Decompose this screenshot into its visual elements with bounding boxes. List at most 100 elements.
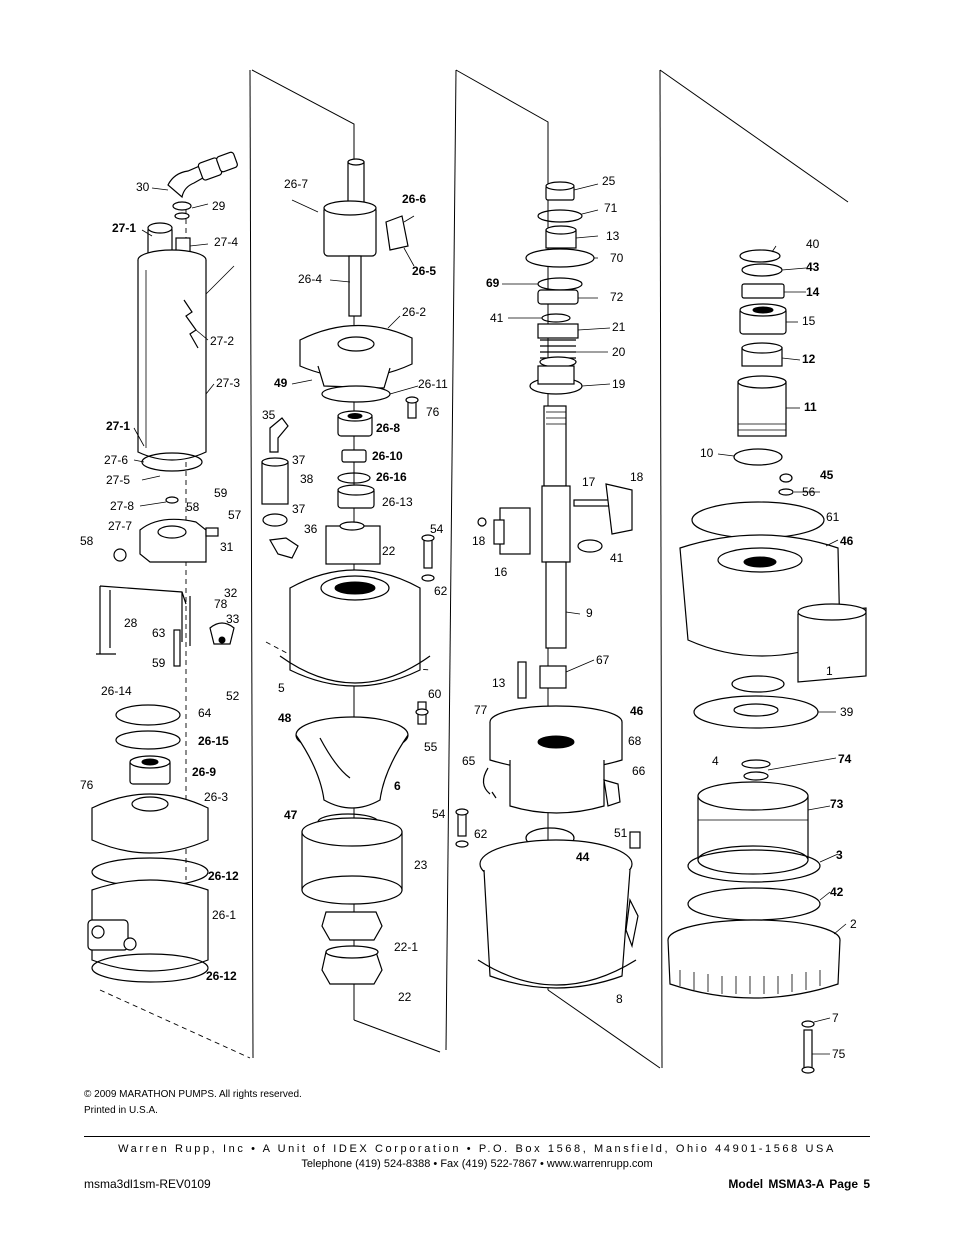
callout-label: 35: [262, 408, 276, 422]
callout-label: 27-5: [106, 473, 130, 487]
callout-label: 21: [612, 320, 626, 334]
nut-73: [743, 771, 769, 781]
cap-26-14: [115, 704, 181, 726]
motor-housing-5: [279, 569, 431, 687]
callout-label: 27-3: [216, 376, 240, 390]
callout-label: 26-2: [402, 305, 426, 319]
callout-label: 39: [840, 705, 854, 719]
bolt-53: [801, 1029, 815, 1074]
exploded-parts-diagram: 302927-127-427-227-327-127-627-527-85859…: [0, 0, 867, 1074]
callout-label: 76: [426, 405, 440, 419]
callout-label: 26-14: [101, 684, 132, 698]
callout-label: 18: [630, 470, 644, 484]
ring-26-16: [337, 472, 371, 484]
footer-divider: [84, 1136, 870, 1137]
motor-shell-27-2: [137, 249, 207, 461]
callout-label: 46: [840, 534, 854, 548]
column-3-parts: [455, 181, 641, 989]
callout-label: 48: [278, 711, 292, 725]
callout-label: 61: [826, 510, 840, 524]
callout-label: 4: [712, 754, 719, 768]
callout-label: 66: [632, 764, 646, 778]
callout-label: 42: [830, 885, 844, 899]
fitting-67: [517, 661, 527, 699]
callout-label: 27-7: [108, 519, 132, 533]
callout-label: 26-3: [204, 790, 228, 804]
callout-label: 29: [212, 199, 226, 213]
housing-26-1: [87, 879, 209, 972]
callout-label: 6: [394, 779, 401, 793]
washer-26-10: [341, 449, 367, 463]
ring-43: [741, 263, 783, 277]
callout-label: 20: [612, 345, 626, 359]
elbow-35: [269, 417, 289, 453]
washer-62b: [455, 840, 469, 848]
bracket-27-7: [139, 518, 219, 563]
seal-70: [525, 248, 595, 268]
callout-label: 47: [284, 808, 298, 822]
oring-69: [537, 277, 583, 291]
callout-label: 74: [838, 752, 852, 766]
callout-label: 45: [820, 468, 834, 482]
callout-label: 27-8: [110, 499, 134, 513]
callout-label: 14: [806, 285, 820, 299]
callout-label: 51: [614, 826, 628, 840]
gasket-26-15: [115, 730, 181, 750]
callout-label: 44: [576, 850, 590, 864]
bolt-60: [415, 701, 429, 725]
clip-33: [209, 622, 235, 645]
callout-label: 15: [802, 314, 816, 328]
bearing-26-9: [129, 755, 171, 785]
callout-label: 30: [136, 180, 150, 194]
callout-label: 43: [806, 260, 820, 274]
oring-26-11: [321, 385, 391, 403]
callout-label: 27-1: [112, 221, 136, 235]
ring-41b: [577, 539, 603, 553]
sleeve-25: [545, 181, 575, 201]
callout-label: 10: [700, 446, 714, 460]
callout-label: 75: [832, 1047, 846, 1061]
copyright-notice: © 2009 MARATHON PUMPS. All rights reserv…: [84, 1089, 302, 1100]
callout-label: 13: [492, 676, 506, 690]
company-contact: Telephone (419) 524-8388 • Fax (419) 522…: [301, 1158, 653, 1170]
callout-label: 60: [428, 687, 442, 701]
callout-label: 26-12: [208, 869, 239, 883]
bearing-14: [741, 283, 785, 299]
document-id: msma3dl1sm-REV0109: [84, 1177, 211, 1191]
callout-label: 69: [486, 276, 500, 290]
nut-58: [113, 548, 127, 562]
callout-label: 38: [300, 472, 314, 486]
callout-label: 41: [490, 311, 504, 325]
bearing-housing-10: [737, 375, 787, 437]
volute-1: [679, 534, 867, 683]
callout-label: 26-8: [376, 421, 400, 435]
callout-label: 18: [472, 534, 486, 548]
callout-label: 26-7: [284, 177, 308, 191]
company-address: Warren Rupp, Inc • A Unit of IDEX Corpor…: [118, 1143, 836, 1155]
callout-label: 22: [382, 544, 396, 558]
bolt-63: [173, 629, 181, 667]
shaft-9: [541, 405, 571, 649]
callout-label: 54: [432, 807, 446, 821]
callout-label: 37: [292, 502, 306, 516]
suction-plate-2: [687, 887, 821, 921]
callout-label: 40: [806, 237, 820, 251]
model-and-page: Model MSMA3-A Page 5: [728, 1177, 870, 1191]
callout-label: 16: [494, 565, 508, 579]
clip-18: [477, 517, 487, 527]
callout-label: 26-9: [192, 765, 216, 779]
callout-label: 7: [832, 1011, 839, 1025]
retainer-11: [741, 342, 783, 367]
callout-label: 22-1: [394, 940, 418, 954]
connector-29: [172, 151, 238, 220]
rotor-26-4: [323, 158, 377, 317]
oring-71: [537, 209, 583, 223]
cable-connector-38: [261, 457, 289, 505]
callout-label: 28: [124, 616, 138, 630]
callout-label: 12: [802, 352, 816, 366]
callout-label: 49: [274, 376, 288, 390]
key-26-6: [385, 215, 409, 251]
bolt-54: [421, 534, 435, 569]
callout-label: 41: [610, 551, 624, 565]
seal-seat-19: [529, 365, 583, 395]
